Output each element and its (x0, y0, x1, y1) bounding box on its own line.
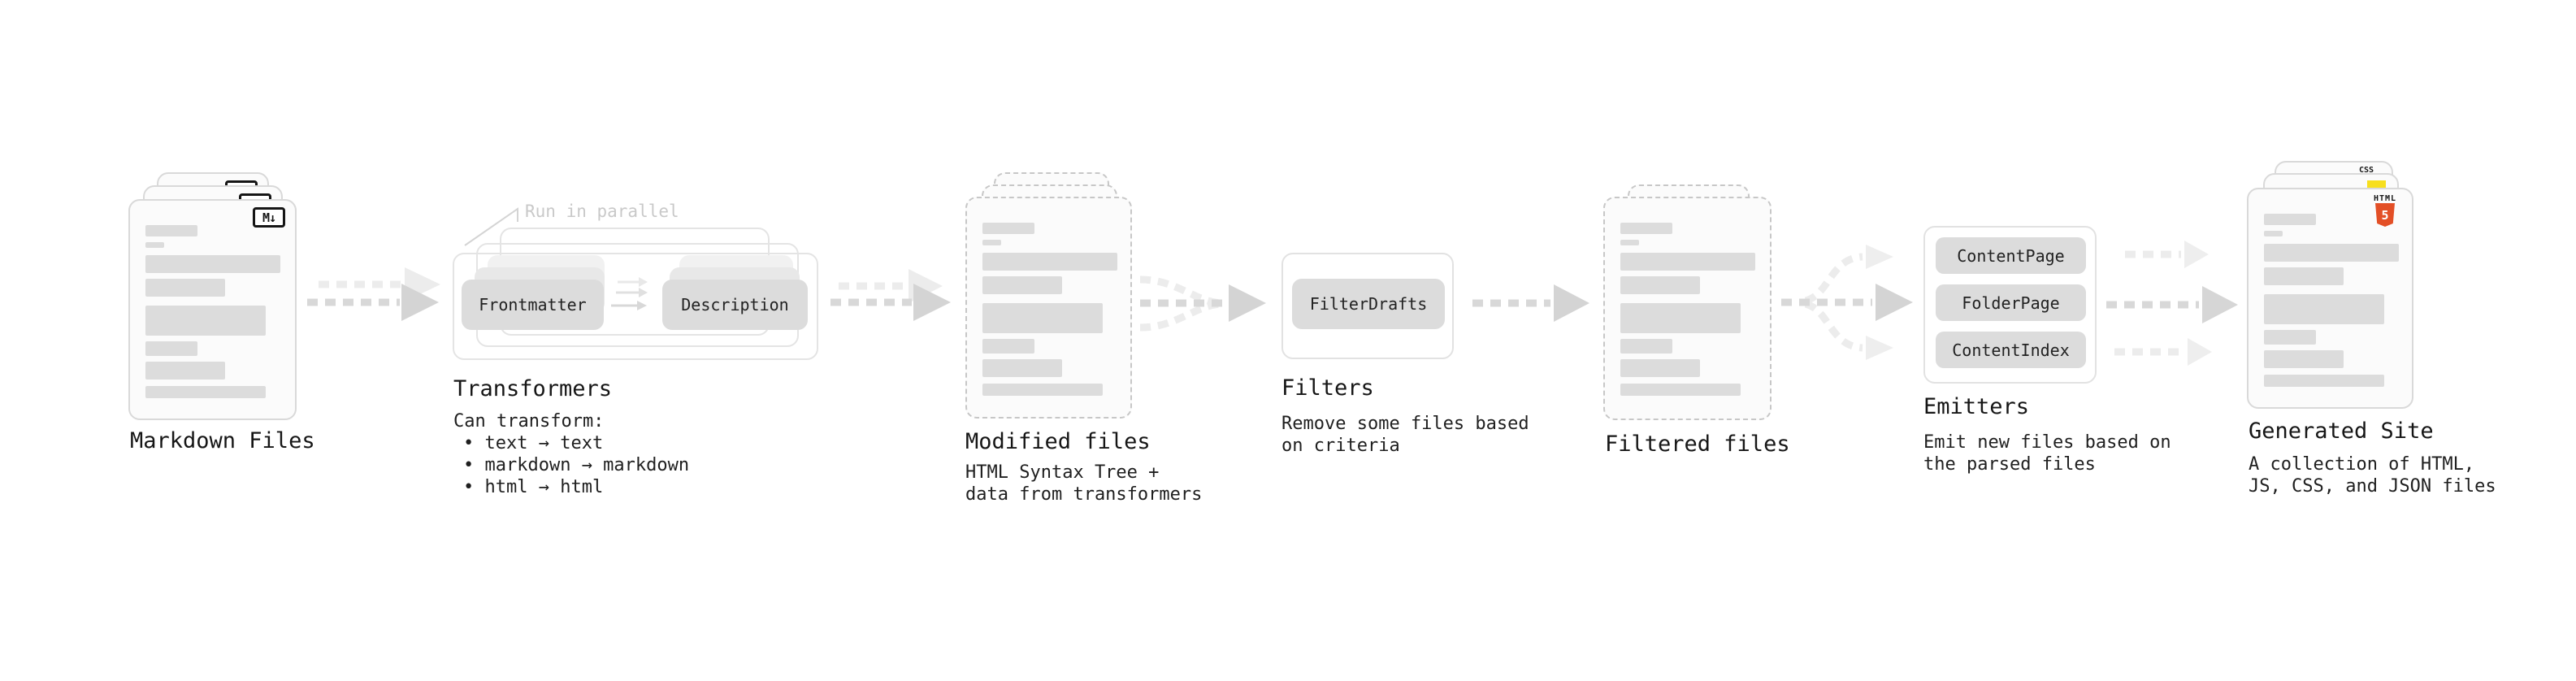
stage-label-markdown-files: Markdown Files (130, 428, 315, 453)
html5-icon: HTML 5 (2367, 194, 2403, 227)
text-placeholder (982, 359, 1062, 377)
description-line: HTML Syntax Tree + (965, 462, 1160, 483)
arrow-emitters-to-generated (2106, 241, 2238, 366)
run-in-parallel-leader-line (464, 207, 518, 246)
text-placeholder (1620, 240, 1639, 245)
generated-site-card-front: HTML 5 (2247, 188, 2413, 409)
text-placeholder (145, 306, 266, 336)
markdown-file-card-front: M↓ (128, 199, 297, 420)
modified-file-card-front (965, 197, 1132, 419)
stage-label-generated-site: Generated Site (2249, 419, 2434, 444)
text-placeholder (2264, 294, 2384, 324)
text-placeholder (145, 225, 197, 236)
description-line: A collection of HTML, (2249, 454, 2475, 475)
filters-description: Remove some files based on criteria (1281, 413, 1529, 457)
text-placeholder (982, 339, 1034, 354)
text-placeholder (982, 384, 1103, 396)
text-placeholder (2264, 231, 2283, 236)
run-in-parallel-note: Run in parallel (525, 202, 679, 221)
text-placeholder (1620, 223, 1672, 234)
stage-label-filtered-files: Filtered files (1605, 432, 1790, 457)
text-placeholder (145, 255, 280, 273)
stage-label-emitters: Emitters (1923, 394, 2030, 419)
text-placeholder (145, 362, 225, 380)
text-placeholder (145, 279, 225, 297)
filter-drafts-chip[interactable]: FilterDrafts (1292, 279, 1445, 329)
text-placeholder (2264, 214, 2316, 225)
text-placeholder (982, 303, 1103, 333)
transformers-description: Can transform: • text → text • markdown … (453, 410, 689, 498)
arrow-frontmatter-to-description (611, 277, 648, 310)
generated-site-description: A collection of HTML, JS, CSS, and JSON … (2249, 453, 2496, 497)
arrow-markdown-to-transformers (307, 267, 440, 321)
emitters-description: Emit new files based on the parsed files (1923, 432, 2171, 475)
stage-label-modified-files: Modified files (965, 429, 1151, 454)
text-placeholder (1620, 303, 1741, 333)
text-placeholder (145, 341, 197, 356)
text-placeholder (145, 386, 266, 398)
description-line: on criteria (1281, 436, 1400, 456)
arrow-transformers-to-modified (830, 269, 951, 321)
text-placeholder (982, 223, 1034, 234)
text-placeholder (1620, 339, 1672, 354)
description-line: • text → text (463, 433, 604, 453)
arrow-modified-to-filters (1139, 275, 1266, 332)
emitter-content-index-chip[interactable]: ContentIndex (1936, 332, 2086, 368)
text-placeholder (2264, 330, 2316, 345)
text-placeholder (145, 242, 164, 248)
text-placeholder (982, 253, 1117, 271)
description-line: the parsed files (1923, 454, 2096, 475)
description-line: JS, CSS, and JSON files (2249, 476, 2496, 497)
description-line: Emit new files based on (1923, 432, 2171, 453)
text-placeholder (982, 276, 1062, 294)
text-placeholder (2264, 267, 2344, 285)
emitter-content-page-chip[interactable]: ContentPage (1936, 237, 2086, 274)
description-line: Can transform: (453, 411, 605, 432)
description-line: Remove some files based (1281, 414, 1529, 434)
text-placeholder (1620, 384, 1741, 396)
text-placeholder (982, 240, 1001, 245)
text-placeholder (2264, 350, 2344, 368)
transformer-description-chip[interactable]: Description (662, 280, 808, 330)
transformer-frame-front (453, 253, 818, 360)
arrow-filtered-to-emitters (1781, 245, 1913, 360)
arrow-filters-to-filtered (1472, 284, 1589, 322)
stage-label-filters: Filters (1281, 375, 1374, 401)
transformer-frontmatter-chip[interactable]: Frontmatter (462, 280, 604, 330)
svg-text:5: 5 (2381, 208, 2388, 223)
text-placeholder (1620, 359, 1700, 377)
description-line: • markdown → markdown (463, 455, 690, 475)
text-placeholder (2264, 244, 2399, 262)
text-placeholder (1620, 276, 1700, 294)
filtered-file-card-front (1603, 197, 1772, 420)
stage-label-transformers: Transformers (453, 376, 613, 401)
text-placeholder (2264, 375, 2384, 387)
markdown-icon: M↓ (253, 207, 285, 228)
description-line: • html → html (463, 477, 604, 497)
html5-icon-word: HTML (2373, 194, 2397, 203)
emitter-folder-page-chip[interactable]: FolderPage (1936, 284, 2086, 321)
description-line: data from transformers (965, 484, 1203, 505)
modified-files-description: HTML Syntax Tree + data from transformer… (965, 462, 1202, 505)
text-placeholder (1620, 253, 1755, 271)
html5-shield: 5 (2375, 203, 2395, 227)
